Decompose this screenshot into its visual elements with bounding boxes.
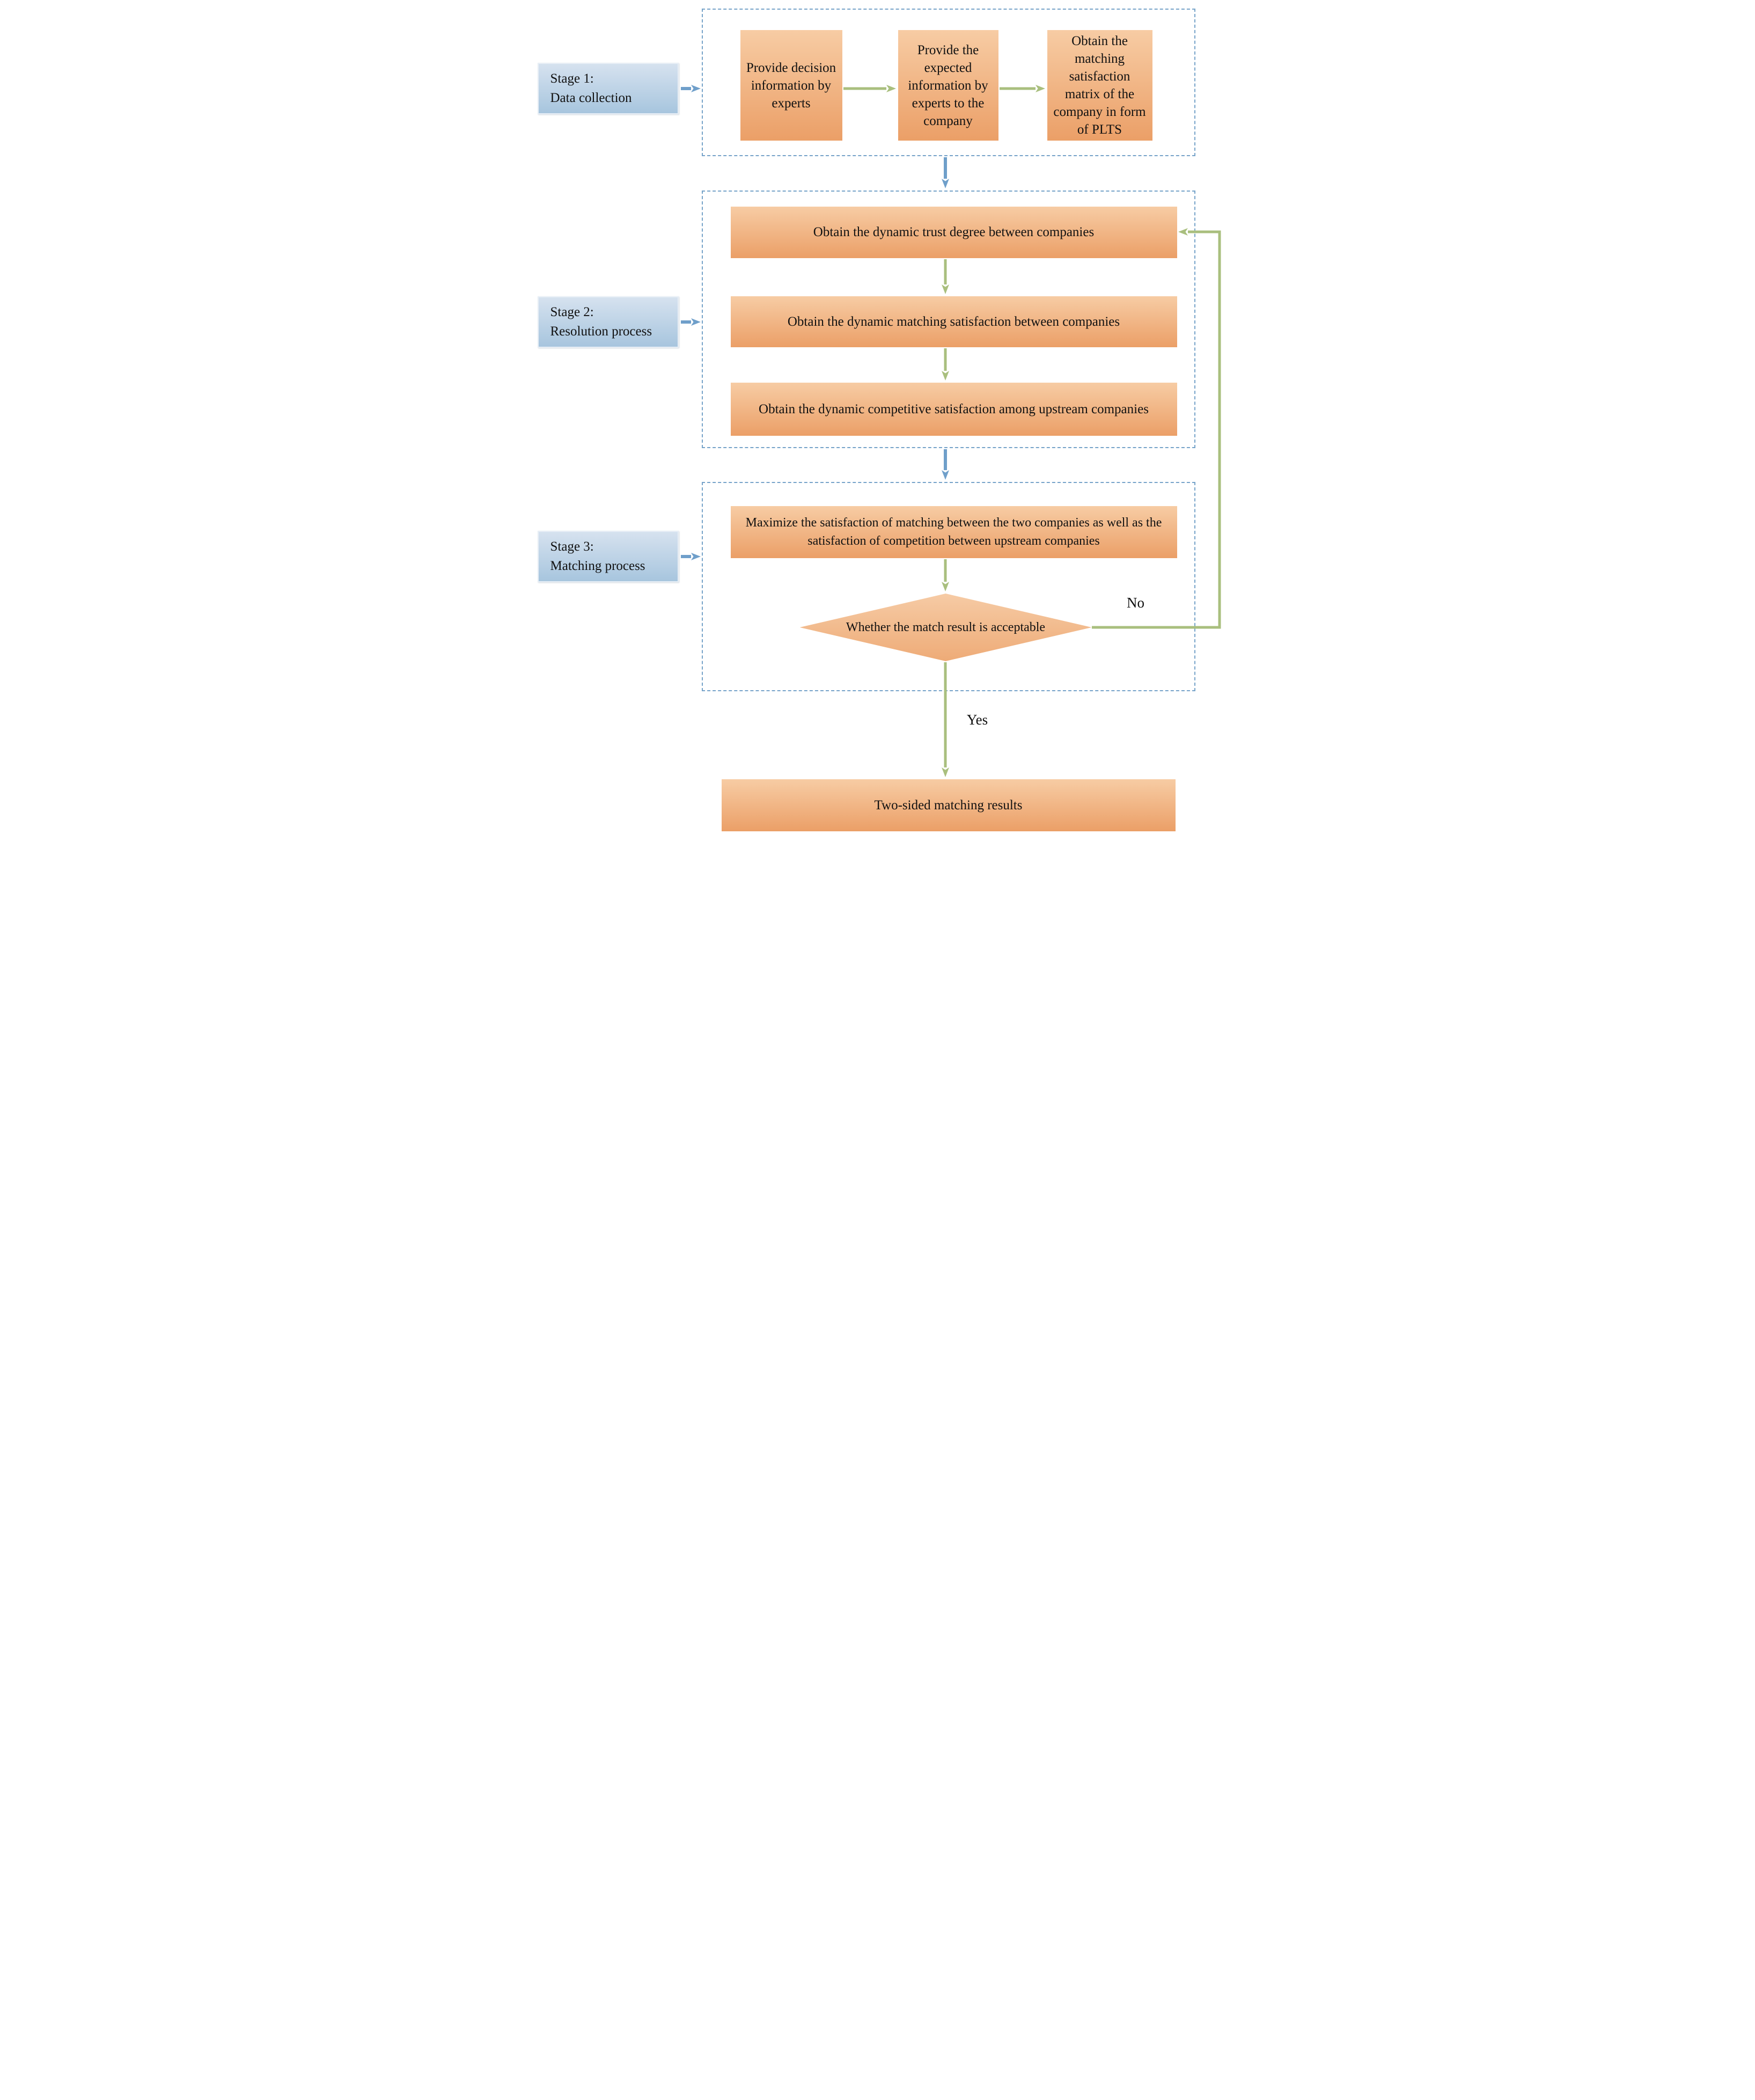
- box-dynamic-trust-degree: Obtain the dynamic trust degree between …: [730, 207, 1177, 258]
- no-branch-label: No: [1127, 595, 1144, 611]
- flowchart-figure: Stage 1: Data collection Stage 2: Resolu…: [526, 0, 1229, 840]
- stage2-label-box: Stage 2: Resolution process: [537, 296, 679, 348]
- stage2-label-line2: Resolution process: [550, 324, 652, 339]
- box-dynamic-competitive-satisfaction: Obtain the dynamic competitive satisfact…: [730, 383, 1177, 436]
- box-maximize-satisfaction: Maximize the satisfaction of matching be…: [730, 506, 1177, 558]
- box-dynamic-matching-satisfaction: Obtain the dynamic matching satisfaction…: [730, 296, 1177, 347]
- stage1-label-line2: Data collection: [550, 91, 632, 105]
- stage2-label-line1: Stage 2:: [550, 304, 594, 319]
- stage3-label-line2: Matching process: [550, 559, 645, 573]
- stage1-dashed-container: [701, 9, 1195, 156]
- stage3-label-line1: Stage 3:: [550, 539, 594, 554]
- box-provide-expected-information: Provide the expected information by expe…: [898, 30, 998, 141]
- stage3-label-box: Stage 3: Matching process: [537, 531, 679, 582]
- box-two-sided-matching-results: Two-sided matching results: [721, 779, 1176, 831]
- box-provide-decision-information: Provide decision information by experts: [740, 30, 842, 141]
- stage1-label-box: Stage 1: Data collection: [537, 63, 679, 114]
- stage1-label-line1: Stage 1:: [550, 71, 594, 86]
- yes-branch-label: Yes: [966, 712, 988, 728]
- box-obtain-satisfaction-matrix: Obtain the matching satisfaction matrix …: [1047, 30, 1152, 141]
